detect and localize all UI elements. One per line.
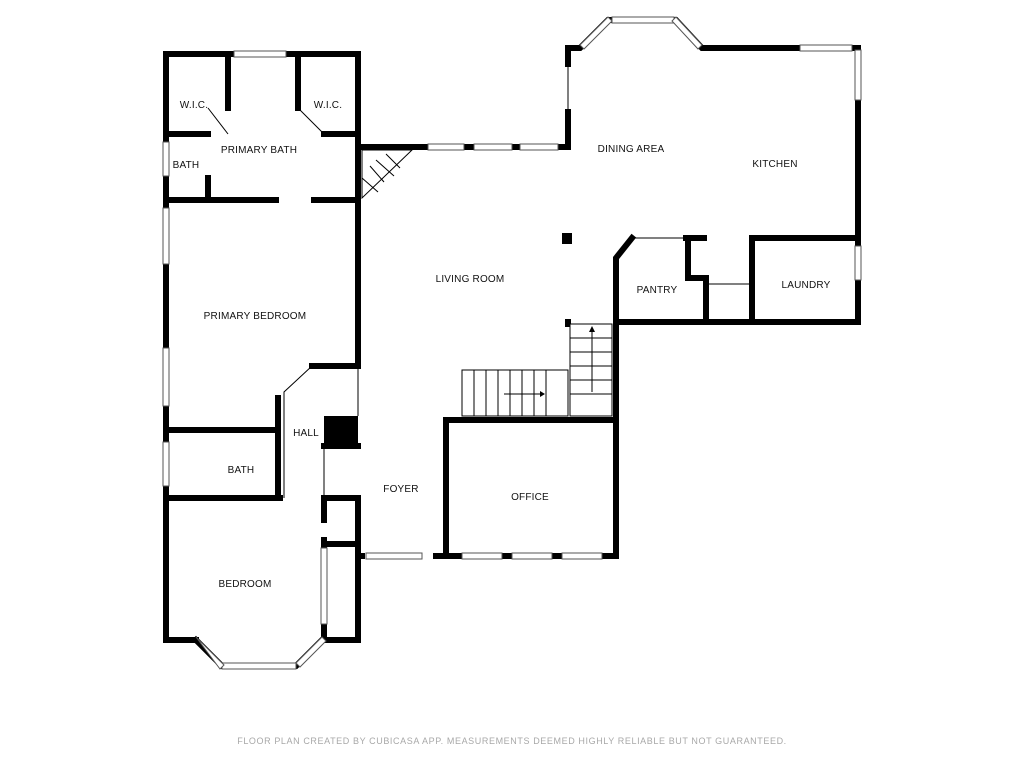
label-primary-bedroom: PRIMARY BEDROOM bbox=[204, 311, 307, 322]
label-living-room: LIVING ROOM bbox=[436, 274, 505, 285]
label-kitchen: KITCHEN bbox=[752, 159, 797, 170]
closet-block bbox=[324, 416, 358, 446]
label-foyer: FOYER bbox=[383, 484, 418, 495]
windows bbox=[162, 16, 862, 670]
label-primary-bath: PRIMARY BATH bbox=[221, 145, 297, 156]
label-wic-right: W.I.C. bbox=[314, 100, 342, 111]
room-labels: W.I.C. W.I.C. BATH PRIMARY BATH DINING A… bbox=[173, 100, 831, 590]
label-bath-top: BATH bbox=[173, 160, 200, 171]
column-block bbox=[562, 233, 572, 244]
label-dining-area: DINING AREA bbox=[598, 144, 665, 155]
label-bedroom: BEDROOM bbox=[218, 579, 271, 590]
label-pantry: PANTRY bbox=[637, 285, 678, 296]
interior-walls bbox=[163, 51, 861, 643]
label-bath-lower: BATH bbox=[228, 465, 255, 476]
corner-stair bbox=[361, 149, 414, 200]
footer-disclaimer: FLOOR PLAN CREATED BY CUBICASA APP. MEAS… bbox=[237, 736, 787, 746]
exterior-walls bbox=[163, 17, 861, 669]
label-office: OFFICE bbox=[511, 492, 549, 503]
label-hall: HALL bbox=[293, 428, 319, 439]
label-laundry: LAUNDRY bbox=[781, 280, 830, 291]
main-staircase bbox=[461, 323, 613, 417]
label-wic-left: W.I.C. bbox=[180, 100, 208, 111]
thin-lines bbox=[207, 64, 752, 556]
